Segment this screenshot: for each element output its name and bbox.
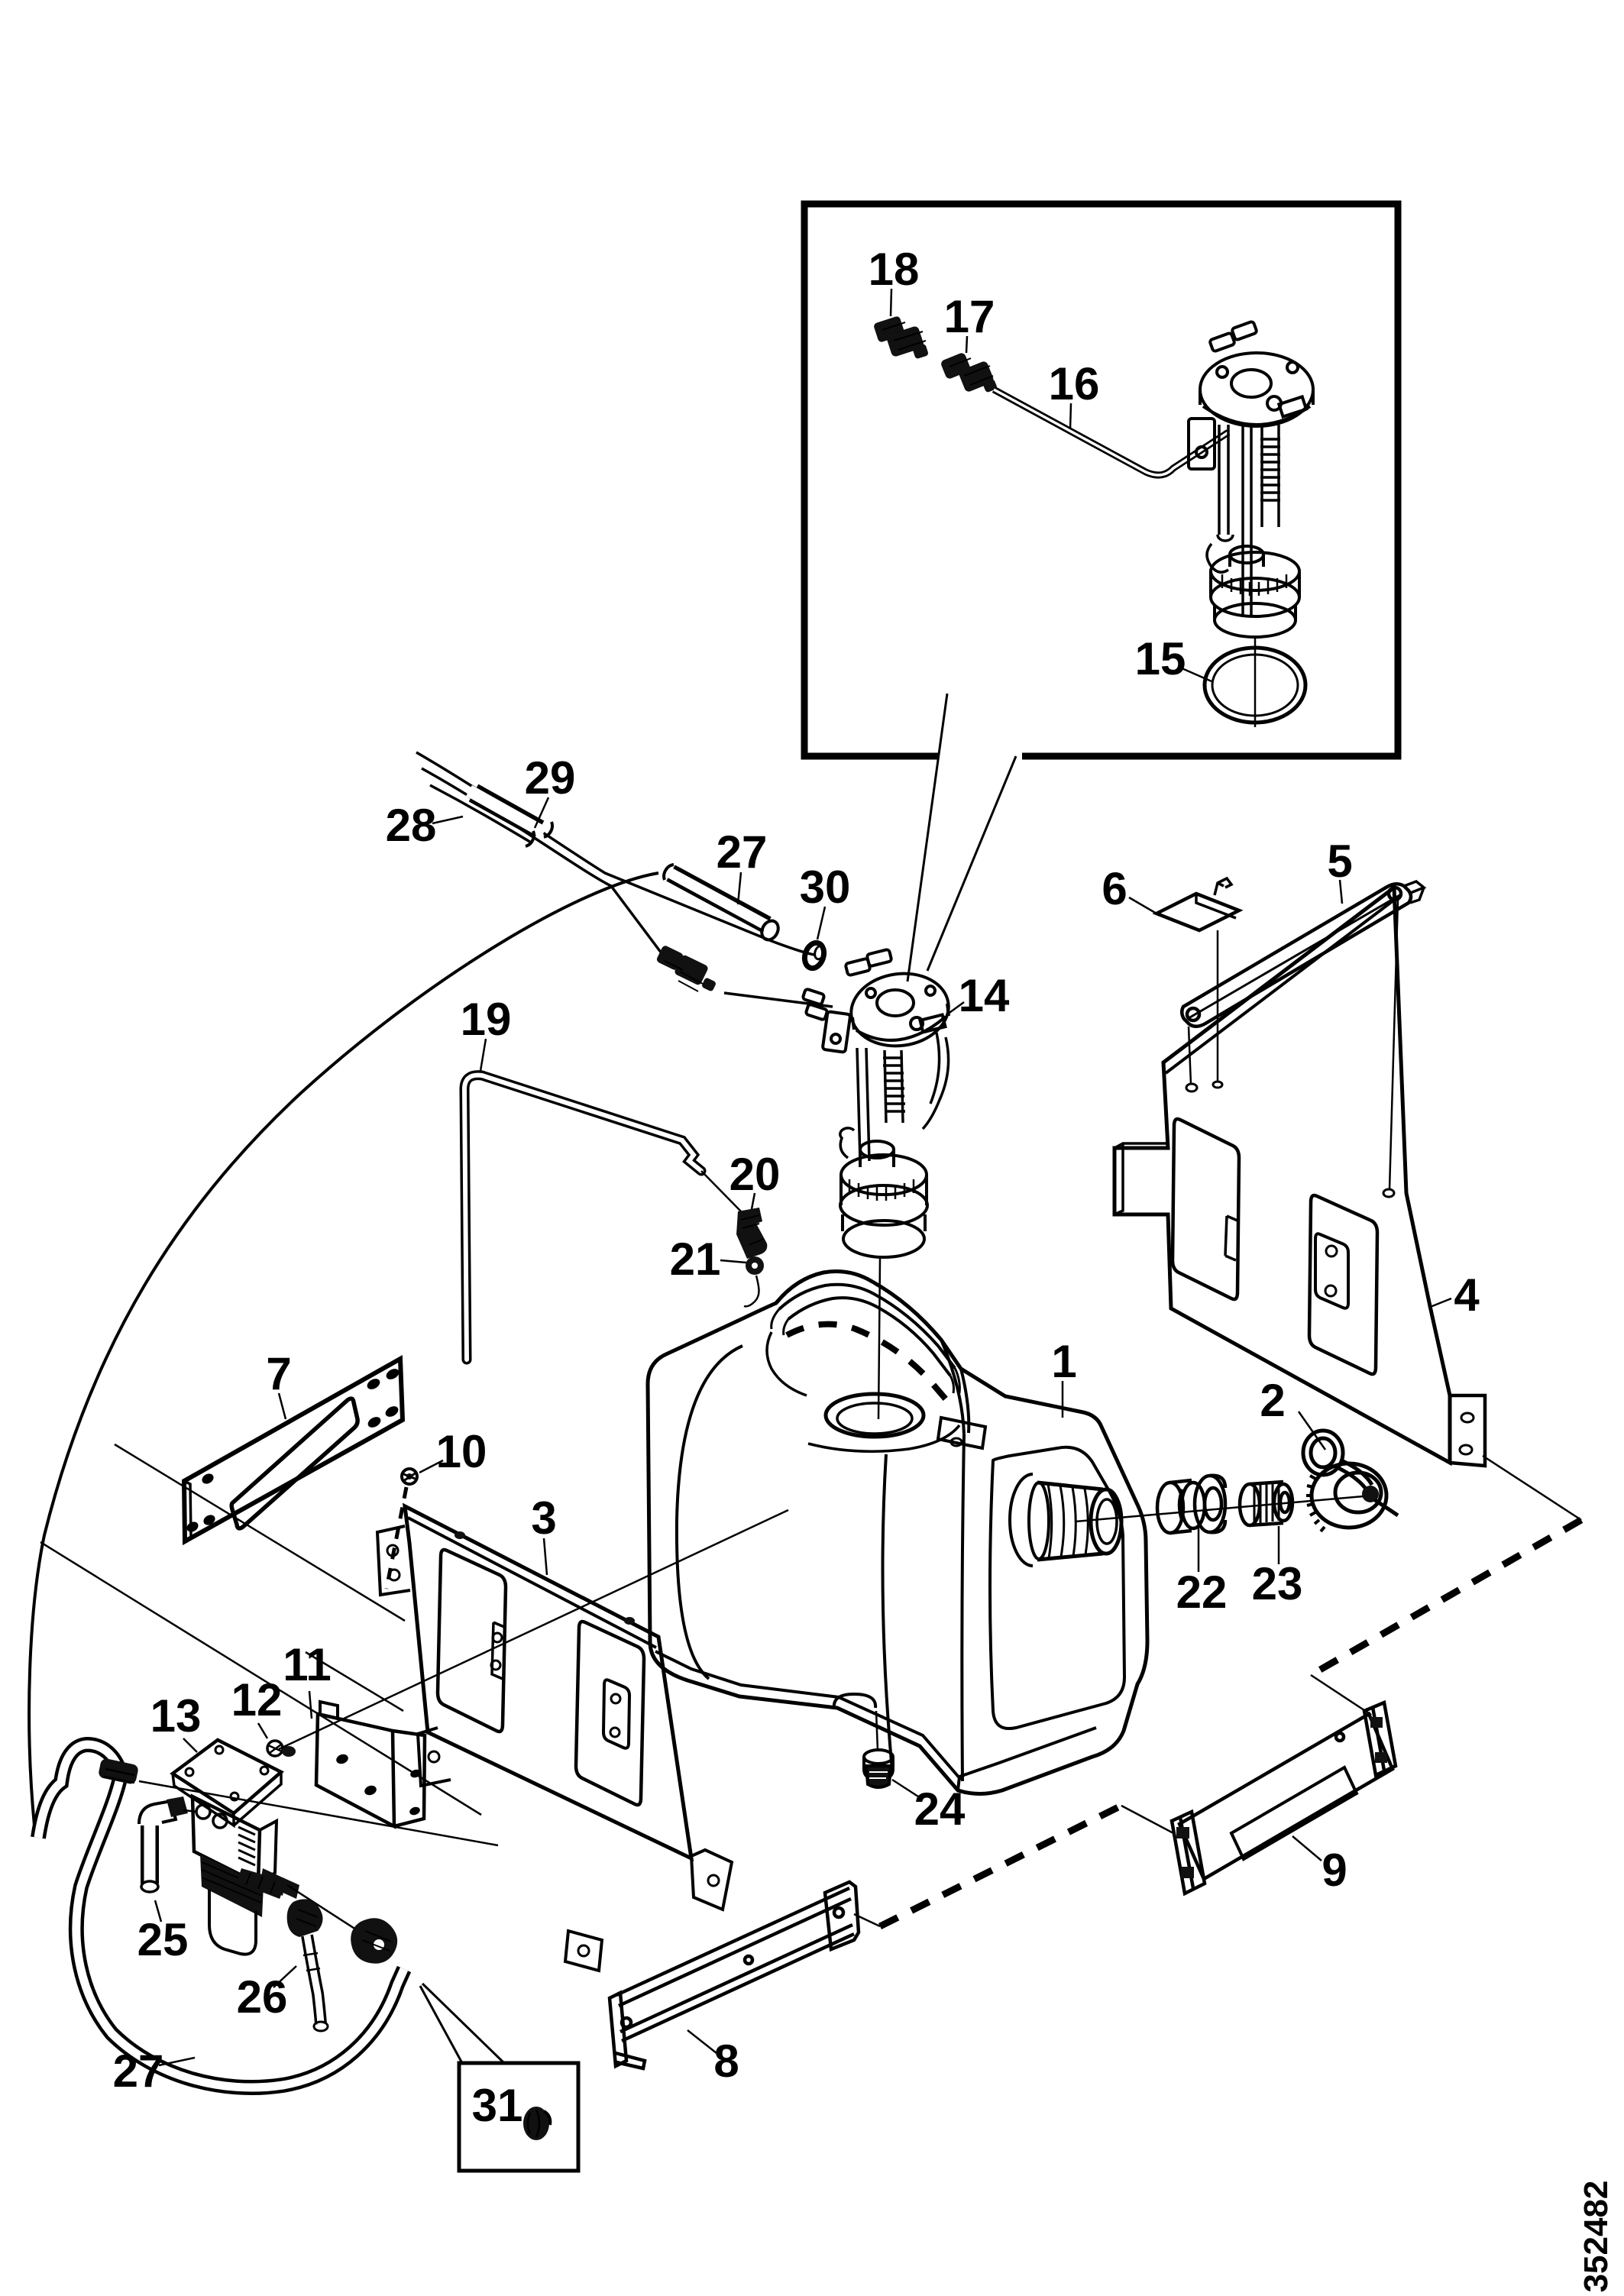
svg-text:352482: 352482 [1577, 2181, 1615, 2293]
svg-text:10: 10 [436, 1426, 487, 1477]
svg-text:16: 16 [1049, 358, 1100, 409]
svg-text:1: 1 [1051, 1336, 1076, 1387]
svg-text:29: 29 [525, 752, 576, 804]
svg-text:30: 30 [800, 862, 851, 913]
svg-text:7: 7 [266, 1348, 291, 1399]
svg-text:26: 26 [237, 1971, 288, 2023]
svg-text:12: 12 [231, 1674, 283, 1725]
svg-text:6: 6 [1102, 863, 1127, 914]
svg-text:5: 5 [1327, 836, 1352, 887]
svg-text:20: 20 [730, 1149, 781, 1200]
svg-text:31: 31 [472, 2080, 523, 2131]
svg-text:27: 27 [113, 2045, 164, 2097]
svg-text:17: 17 [944, 291, 995, 342]
svg-text:8: 8 [713, 2036, 739, 2087]
svg-text:25: 25 [137, 1914, 189, 1965]
svg-text:19: 19 [461, 994, 512, 1045]
svg-text:27: 27 [717, 826, 768, 878]
svg-text:28: 28 [386, 800, 437, 851]
svg-text:2: 2 [1260, 1375, 1285, 1426]
svg-text:21: 21 [670, 1234, 721, 1285]
svg-text:23: 23 [1252, 1558, 1303, 1609]
svg-text:15: 15 [1135, 633, 1186, 684]
svg-text:9: 9 [1322, 1845, 1347, 1896]
svg-text:11: 11 [283, 1639, 331, 1690]
svg-text:4: 4 [1454, 1269, 1480, 1321]
svg-text:24: 24 [914, 1783, 966, 1835]
svg-text:3: 3 [531, 1492, 556, 1544]
svg-text:14: 14 [959, 970, 1010, 1021]
svg-text:18: 18 [869, 244, 920, 295]
svg-text:13: 13 [150, 1690, 202, 1741]
svg-text:22: 22 [1176, 1567, 1228, 1618]
